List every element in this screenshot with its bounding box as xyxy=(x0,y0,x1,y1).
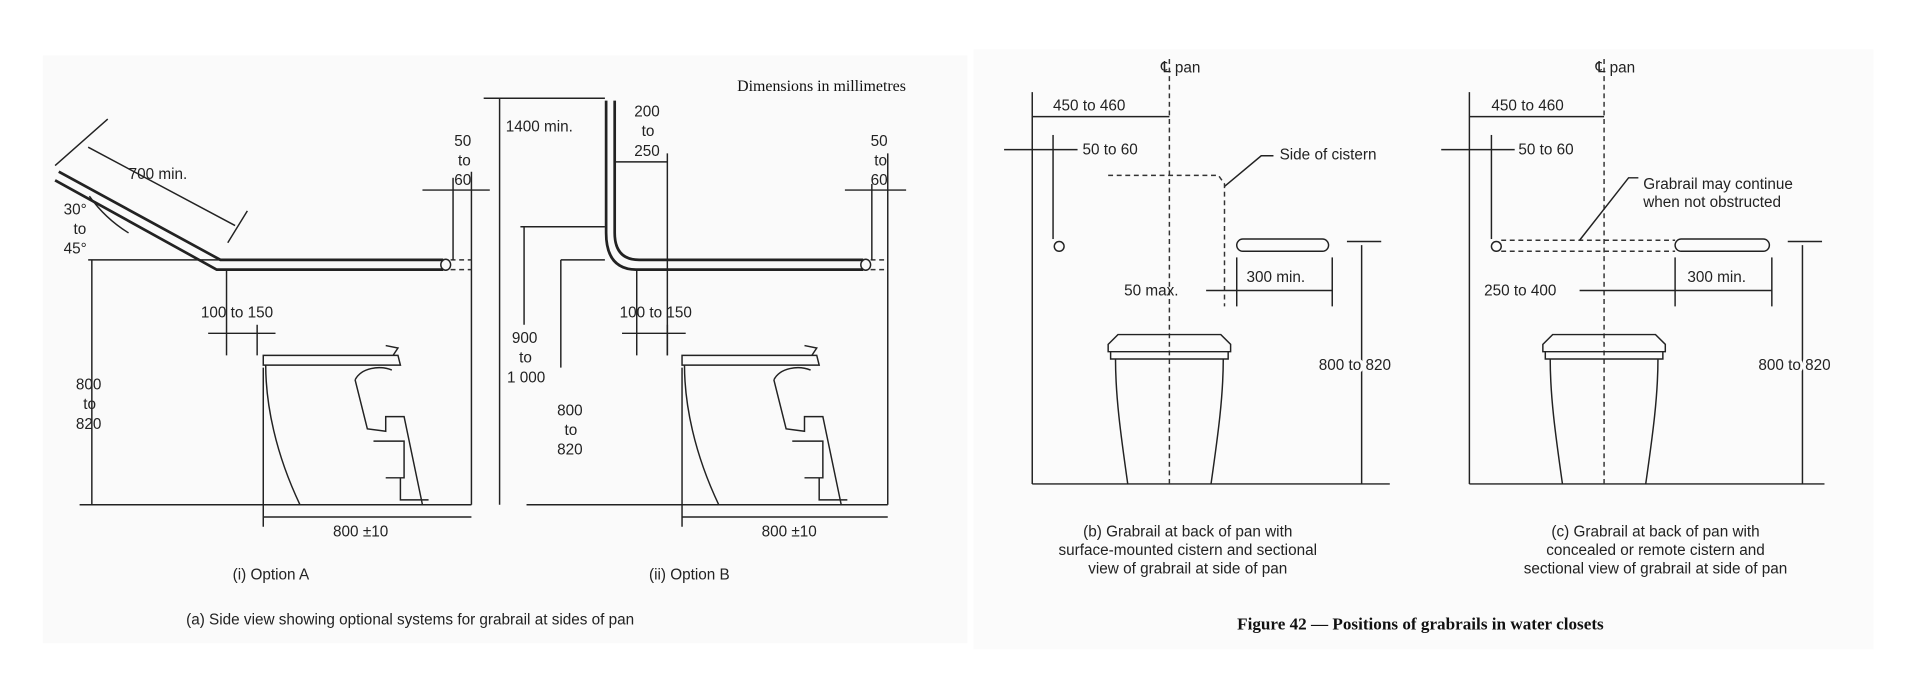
angle-max: 45° xyxy=(64,241,87,258)
option-a-drawing: 700 min. 30° to 45° 800 to 820 100 to 15… xyxy=(54,118,490,583)
angle-to: to xyxy=(73,221,86,238)
panel-c-offset: 250 to 400 xyxy=(1484,282,1556,299)
angle-from: 30° xyxy=(64,202,87,219)
panel-c-caption-line: (c) Grabrail at back of pan with xyxy=(1551,524,1759,541)
panel-b-gap: 50 max. xyxy=(1124,282,1178,299)
panel-c-centerline: ℄ pan xyxy=(1595,60,1636,77)
panel-c-caption-line: sectional view of grabrail at side of pa… xyxy=(1524,560,1788,577)
units-note: Dimensions in millimetres xyxy=(737,78,906,95)
panel-c-wall-to-center: 450 to 460 xyxy=(1491,97,1563,114)
grabrail-section xyxy=(1236,238,1330,253)
option-a-wall-gap-to: to xyxy=(458,153,471,170)
bend-height-max: 1 000 xyxy=(507,369,545,386)
upright-offset-to: to xyxy=(642,123,655,140)
option-a-wall-gap-min: 50 xyxy=(454,133,471,150)
option-a-height-min: 800 xyxy=(76,377,102,394)
panel-a-background xyxy=(42,55,968,644)
bend-height-to: to xyxy=(519,350,532,367)
panel-a-caption: (a) Side view showing optional systems f… xyxy=(186,612,634,629)
bend-height-min: 900 xyxy=(512,330,538,347)
figure-title: Figure 42 — Positions of grabrails in wa… xyxy=(1237,615,1604,634)
panel-b-caption-line: (b) Grabrail at back of pan with xyxy=(1083,524,1292,541)
option-b-drawing: 1400 min. 200 to 250 900 to 1 000 800 to… xyxy=(483,97,907,583)
option-a-depth: 800 ±10 xyxy=(333,524,388,541)
panel-c-drawing: ℄ pan 450 to 460 50 to 60 Grabrail may c… xyxy=(1441,59,1834,577)
panel-b-drawing: ℄ pan 450 to 460 50 to 60 Side of cister… xyxy=(1004,59,1394,577)
panel-b-caption-line: view of grabrail at side of pan xyxy=(1088,560,1287,577)
panel-b-caption-line: surface-mounted cistern and sectional xyxy=(1059,542,1318,559)
panel-c-caption-line: concealed or remote cistern and xyxy=(1546,542,1765,559)
option-a-height-to: to xyxy=(83,396,96,413)
upright-offset-max: 250 xyxy=(634,143,660,160)
option-b-depth: 800 ±10 xyxy=(762,524,817,541)
option-b-height-max: 820 xyxy=(557,442,583,459)
option-a-rail-length: 700 min. xyxy=(129,166,188,183)
option-b-front-offset: 100 to 150 xyxy=(620,304,692,321)
continue-note-line: Grabrail may continue xyxy=(1643,176,1793,193)
option-b-label: (ii) Option B xyxy=(649,566,730,583)
option-b-top-height: 1400 min. xyxy=(506,118,573,135)
panel-b-height: 800 to 820 xyxy=(1319,357,1391,374)
option-a-front-offset: 100 to 150 xyxy=(201,304,273,321)
panel-b-centerline: ℄ pan xyxy=(1160,60,1201,77)
option-b-wall-gap-max: 60 xyxy=(871,172,888,189)
option-b-wall-gap-min: 50 xyxy=(871,133,888,150)
panel-b-wall-to-center: 450 to 460 xyxy=(1053,97,1125,114)
option-b-height-min: 800 xyxy=(557,402,583,419)
panel-b-rail-length: 300 min. xyxy=(1247,269,1306,286)
panel-c-wall-gap: 50 to 60 xyxy=(1518,142,1573,159)
upright-offset-min: 200 xyxy=(634,104,660,121)
option-a-height-max: 820 xyxy=(76,416,102,433)
panel-c-rail-length: 300 min. xyxy=(1687,269,1746,286)
cistern-note: Side of cistern xyxy=(1280,146,1377,163)
option-a-wall-gap-max: 60 xyxy=(454,172,471,189)
panel-bc-background xyxy=(973,49,1874,650)
option-b-height-to: to xyxy=(564,422,577,439)
panel-b-wall-gap: 50 to 60 xyxy=(1082,142,1137,159)
option-b-wall-gap-to: to xyxy=(874,153,887,170)
option-a-label: (i) Option A xyxy=(233,566,310,583)
panel-c-height: 800 to 820 xyxy=(1758,357,1830,374)
continue-note-line: when not obstructed xyxy=(1642,194,1781,211)
grabrail-section xyxy=(1674,238,1771,253)
